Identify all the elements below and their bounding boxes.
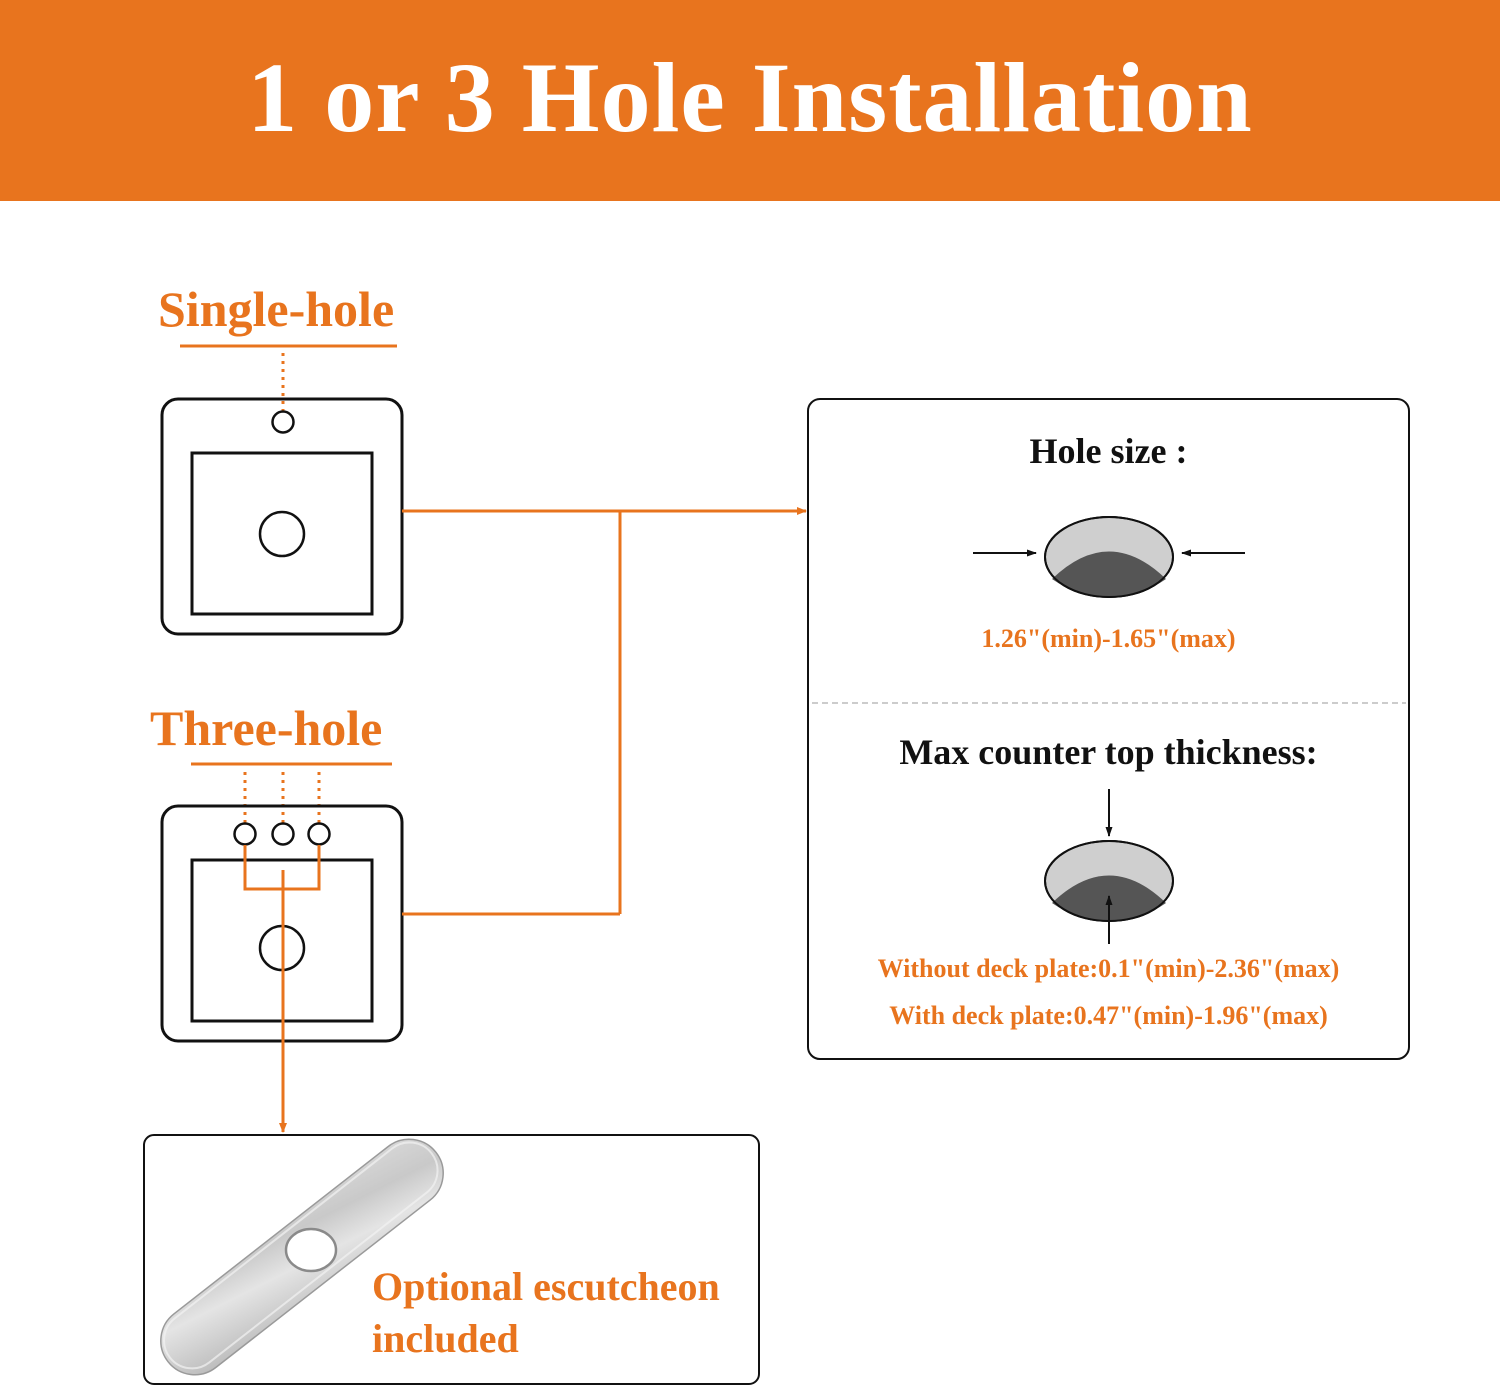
page-title: 1 or 3 Hole Installation	[247, 42, 1253, 153]
hole-size-range: 1.26"(min)-1.65"(max)	[981, 624, 1236, 653]
without-deck-plate-text: Without deck plate:0.1"(min)-2.36"(max)	[877, 954, 1340, 983]
title-banner: 1 or 3 Hole Installation	[0, 0, 1500, 201]
escutcheon-line-2: included	[372, 1316, 519, 1361]
info-panel	[807, 398, 1410, 1060]
three-hole-label: Three-hole	[150, 700, 383, 756]
thickness-icon	[1044, 789, 1174, 944]
faucet-hole-icon	[271, 410, 295, 434]
drain-icon	[258, 510, 306, 558]
hole-size-heading: Hole size :	[1029, 431, 1188, 471]
with-deck-plate-text: With deck plate:0.47"(min)-1.96"(max)	[889, 1001, 1328, 1030]
escutcheon-line-1: Optional escutcheon	[372, 1264, 720, 1309]
single-hole-sink	[160, 397, 404, 636]
single-hole-label: Single-hole	[158, 281, 395, 337]
faucet-hole-icon	[307, 822, 331, 846]
hole-size-icon	[973, 516, 1245, 598]
connector-lines	[402, 507, 807, 916]
three-hole-leaders	[243, 772, 321, 823]
faucet-hole-icon	[271, 822, 295, 846]
faucet-hole-icon	[233, 822, 257, 846]
thickness-heading: Max counter top thickness:	[899, 732, 1318, 772]
escutcheon-plate-icon	[160, 1138, 444, 1376]
escutcheon-panel	[143, 1134, 760, 1385]
